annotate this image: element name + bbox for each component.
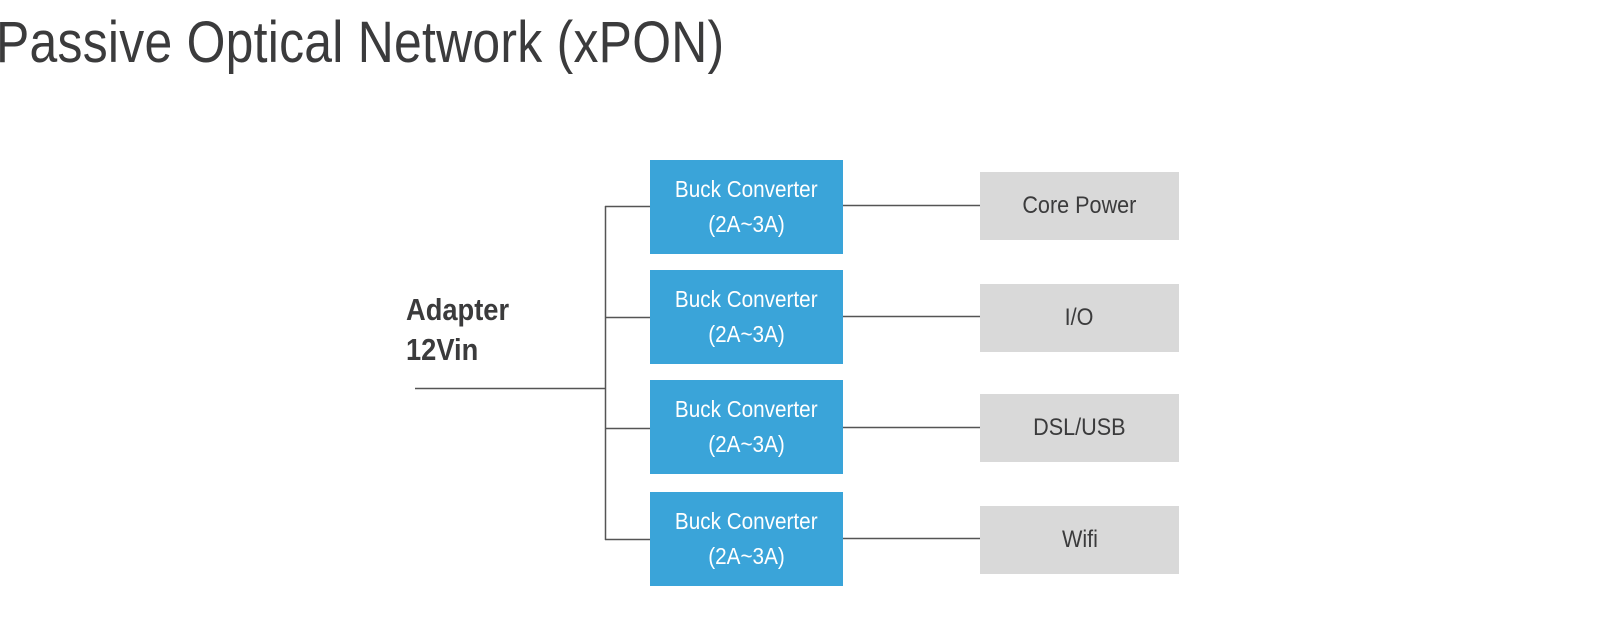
load-io: I/O (980, 284, 1179, 352)
buck-converter-2: Buck Converter (2A~3A) (650, 270, 843, 364)
buck-converter-2-line2: (2A~3A) (708, 321, 785, 347)
load-wifi: Wifi (980, 506, 1179, 574)
adapter-label-line2: 12Vin (406, 332, 479, 367)
load-io-label: I/O (1065, 304, 1094, 331)
load-core-power-label: Core Power (1022, 192, 1137, 219)
adapter-label: Adapter 12Vin (406, 290, 509, 370)
load-dsl-usb: DSL/USB (980, 394, 1179, 462)
load-dsl-usb-label: DSL/USB (1033, 414, 1126, 441)
buck-converter-2-line1: Buck Converter (675, 286, 818, 312)
buck-converter-4-line1: Buck Converter (675, 508, 818, 534)
buck-converter-3: Buck Converter (2A~3A) (650, 380, 843, 474)
buck-converter-4: Buck Converter (2A~3A) (650, 492, 843, 586)
buck-converter-1-line2: (2A~3A) (708, 211, 785, 237)
buck-converter-1: Buck Converter (2A~3A) (650, 160, 843, 254)
load-core-power: Core Power (980, 172, 1179, 240)
diagram-title: Passive Optical Network (xPON) (0, 10, 725, 75)
buck-converter-3-line1: Buck Converter (675, 396, 818, 422)
load-wifi-label: Wifi (1061, 526, 1098, 553)
adapter-label-line1: Adapter (406, 292, 510, 327)
buck-converter-4-line2: (2A~3A) (708, 543, 785, 569)
buck-converter-1-line1: Buck Converter (675, 176, 818, 202)
buck-converter-3-line2: (2A~3A) (708, 431, 785, 457)
